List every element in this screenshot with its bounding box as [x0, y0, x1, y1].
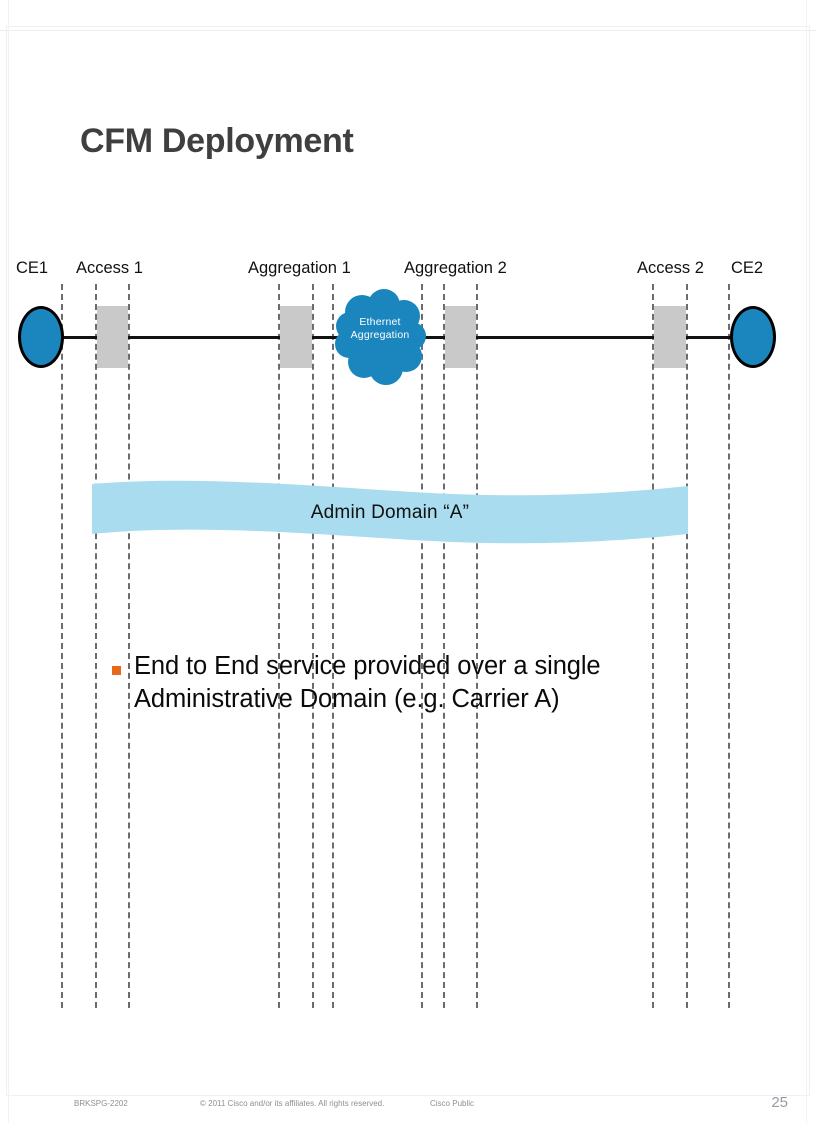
boundary-line-cloud-left	[332, 284, 334, 1008]
boundary-line-agg2-right	[476, 284, 478, 1008]
link-agg1-cloud	[306, 336, 344, 339]
cloud-label-line2: Aggregation	[350, 329, 410, 341]
bullet-marker-icon	[112, 666, 121, 675]
boundary-line-access2-left	[652, 284, 654, 1008]
device-ellipse-ce1[interactable]	[18, 306, 64, 368]
page-frame-left-rule	[8, 0, 9, 1123]
device-box-access-2[interactable]	[654, 306, 686, 368]
label-access-2: Access 2	[637, 259, 704, 277]
admin-domain-banner: Admin Domain “A”	[92, 476, 688, 548]
label-ce1: CE1	[16, 259, 49, 277]
boundary-line-agg2-left	[443, 284, 445, 1008]
link-access2-ce2	[680, 336, 736, 339]
device-box-aggregation-1[interactable]	[280, 306, 312, 368]
bullet-item-text: End to End service provided over a singl…	[134, 652, 601, 713]
page-frame-top-rule	[0, 30, 816, 31]
footer-copyright: © 2011 Cisco and/or its affiliates. All …	[200, 1099, 385, 1108]
boundary-line-access1-left	[95, 284, 97, 1008]
page-title: CFM Deployment	[80, 122, 354, 160]
ribbon-shape	[92, 480, 688, 544]
device-box-access-1[interactable]	[97, 306, 128, 368]
boundary-line-access1-right	[128, 284, 130, 1008]
footer-page-number: 25	[771, 1094, 788, 1111]
footer-session-id: BRKSPG-2202	[74, 1099, 128, 1108]
cloud-label: Ethernet Aggregation	[334, 316, 426, 342]
page-frame-right-rule	[806, 0, 807, 1123]
device-ellipse-ce2[interactable]	[730, 306, 776, 368]
admin-domain-label: Admin Domain “A”	[310, 502, 470, 523]
footer-classification: Cisco Public	[430, 1099, 475, 1108]
boundary-line-agg1-right	[312, 284, 314, 1008]
boundary-line-ce1-right	[61, 284, 63, 1008]
device-box-aggregation-2[interactable]	[445, 306, 476, 368]
label-aggregation-2: Aggregation 2	[404, 259, 507, 277]
label-ce2: CE2	[731, 259, 764, 277]
ethernet-aggregation-cloud[interactable]: Ethernet Aggregation	[334, 288, 426, 386]
link-agg2-access2	[470, 336, 660, 339]
label-access-1: Access 1	[76, 259, 143, 277]
label-aggregation-1: Aggregation 1	[248, 259, 351, 277]
boundary-line-agg1-left	[278, 284, 280, 1008]
slide-footer: BRKSPG-2202 © 2011 Cisco and/or its affi…	[0, 1094, 816, 1116]
boundary-line-cloud-right	[421, 284, 423, 1008]
cloud-label-line1: Ethernet	[359, 316, 401, 328]
boundary-line-ce2-left	[728, 284, 730, 1008]
cloud-icon	[335, 289, 426, 385]
link-access1-agg1	[124, 336, 284, 339]
link-ce1-access1	[52, 336, 100, 339]
boundary-line-access2-right	[686, 284, 688, 1008]
link-cloud-agg2	[412, 336, 450, 339]
